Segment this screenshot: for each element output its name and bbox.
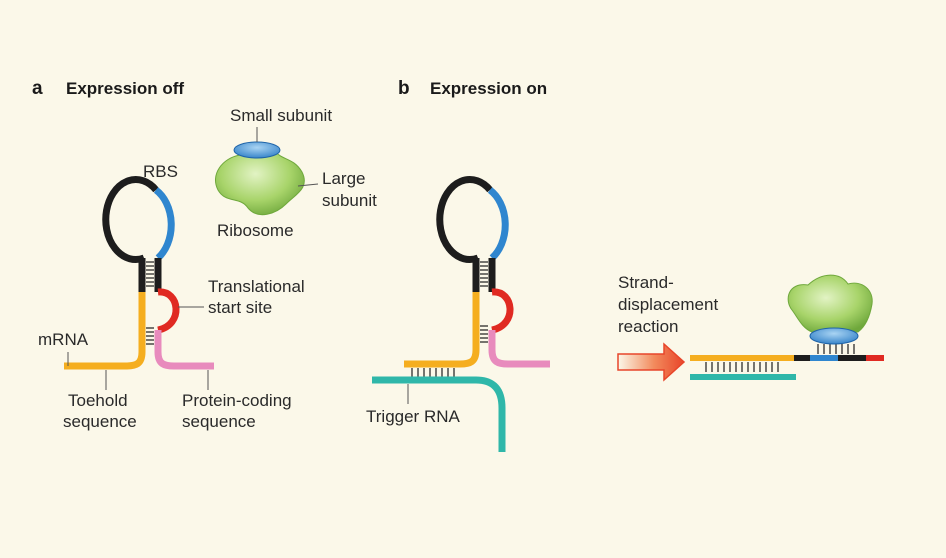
panel-b-letter: b xyxy=(398,78,410,99)
ribosome-free xyxy=(215,141,305,216)
start-site-bulge-a xyxy=(156,288,180,334)
hairpin-a xyxy=(38,176,264,370)
label-protein-2: sequence xyxy=(182,412,256,431)
hairpin-b xyxy=(370,176,600,452)
label-small-subunit: Small subunit xyxy=(230,106,332,125)
label-translational-1: Translational xyxy=(208,277,305,296)
label-strand-3: reaction xyxy=(618,317,678,336)
panel-b: Trigger RNA Strand- displacement reactio… xyxy=(366,176,920,452)
rbs-segment-b xyxy=(487,187,509,261)
ribosome-small-subunit xyxy=(233,141,281,159)
panel-b-title: Expression on xyxy=(430,79,547,98)
label-large-subunit-1: Large xyxy=(322,169,365,188)
panel-a-letter: a xyxy=(32,78,43,99)
panel-a-title: Expression off xyxy=(66,79,184,98)
product-complex xyxy=(690,274,920,380)
toehold-trigger-pairs xyxy=(411,368,455,378)
label-trigger: Trigger RNA xyxy=(366,407,460,426)
label-rbs: RBS xyxy=(143,162,178,181)
protein-coding-a xyxy=(154,351,214,370)
label-protein-1: Protein-coding xyxy=(182,391,292,410)
panel-a: Small subunit Large subunit Ribosome xyxy=(38,106,377,431)
rbs-segment-a xyxy=(153,187,175,261)
label-strand-2: displacement xyxy=(618,295,718,314)
ribosome-bound xyxy=(787,274,873,354)
label-translational-2: start site xyxy=(208,298,272,317)
trigger-rna-b xyxy=(372,376,506,452)
label-large-subunit-2: subunit xyxy=(322,191,377,210)
loop-black-a xyxy=(102,176,159,264)
label-toehold-1: Toehold xyxy=(68,391,128,410)
strand-displacement-arrow xyxy=(617,342,686,382)
label-strand-1: Strand- xyxy=(618,273,674,292)
toehold-sequence-a xyxy=(64,351,146,370)
stem-base-pairs-a xyxy=(146,261,154,345)
label-toehold-2: sequence xyxy=(63,412,137,431)
label-mrna: mRNA xyxy=(38,330,89,349)
label-ribosome: Ribosome xyxy=(217,221,294,240)
